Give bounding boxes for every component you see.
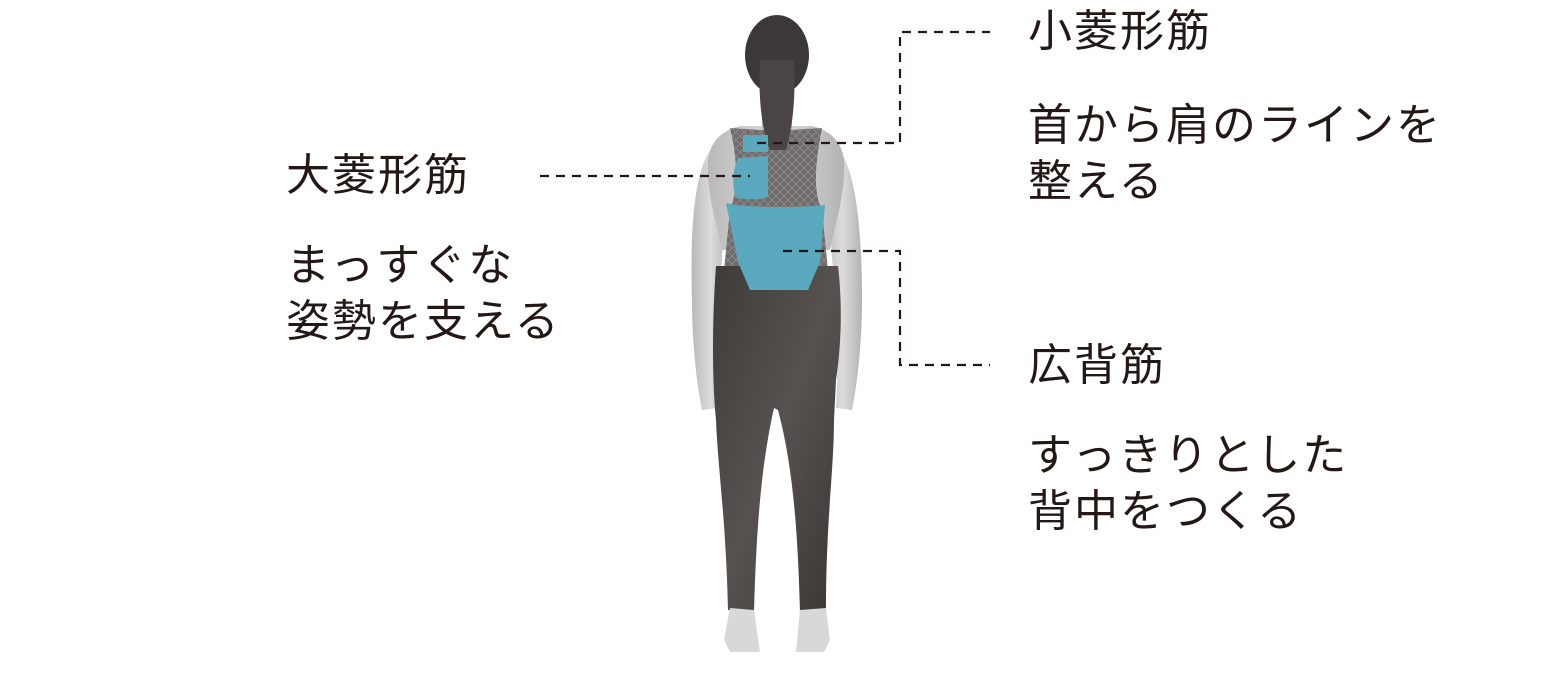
muscle-description-line: すっきりとした xyxy=(1028,430,1349,481)
leader-line-rhomboid-minor xyxy=(757,30,990,145)
latissimus-dorsi-highlight xyxy=(726,203,825,290)
head xyxy=(745,15,809,150)
muscle-description-line: 首から肩のラインを xyxy=(1028,100,1442,151)
label-rhomboid-minor: 小菱形筋 首から肩のラインを 整える xyxy=(1028,6,1442,210)
muscle-description-line: 背中をつくる xyxy=(1028,486,1304,537)
muscle-description-line: まっすぐな xyxy=(286,240,515,291)
muscle-name: 大菱形筋 xyxy=(286,150,470,201)
leader-line-latissimus-dorsi xyxy=(783,249,990,367)
leggings xyxy=(713,266,841,612)
muscle-name: 広背筋 xyxy=(1028,340,1166,391)
muscle-name: 小菱形筋 xyxy=(1028,6,1212,57)
muscle-description-line: 姿勢を支える xyxy=(286,296,561,347)
leader-lines xyxy=(540,30,990,367)
label-rhomboid-major: 大菱形筋 まっすぐな 姿勢を支える xyxy=(286,150,561,350)
highlighted-muscles xyxy=(726,135,825,290)
muscle-description-line: 整える xyxy=(1028,156,1165,207)
label-latissimus-dorsi: 広背筋 すっきりとした 背中をつくる xyxy=(1028,340,1348,540)
rhomboid-minor-highlight xyxy=(743,135,768,152)
feet xyxy=(724,608,830,652)
rhomboid-major-highlight xyxy=(733,156,768,200)
